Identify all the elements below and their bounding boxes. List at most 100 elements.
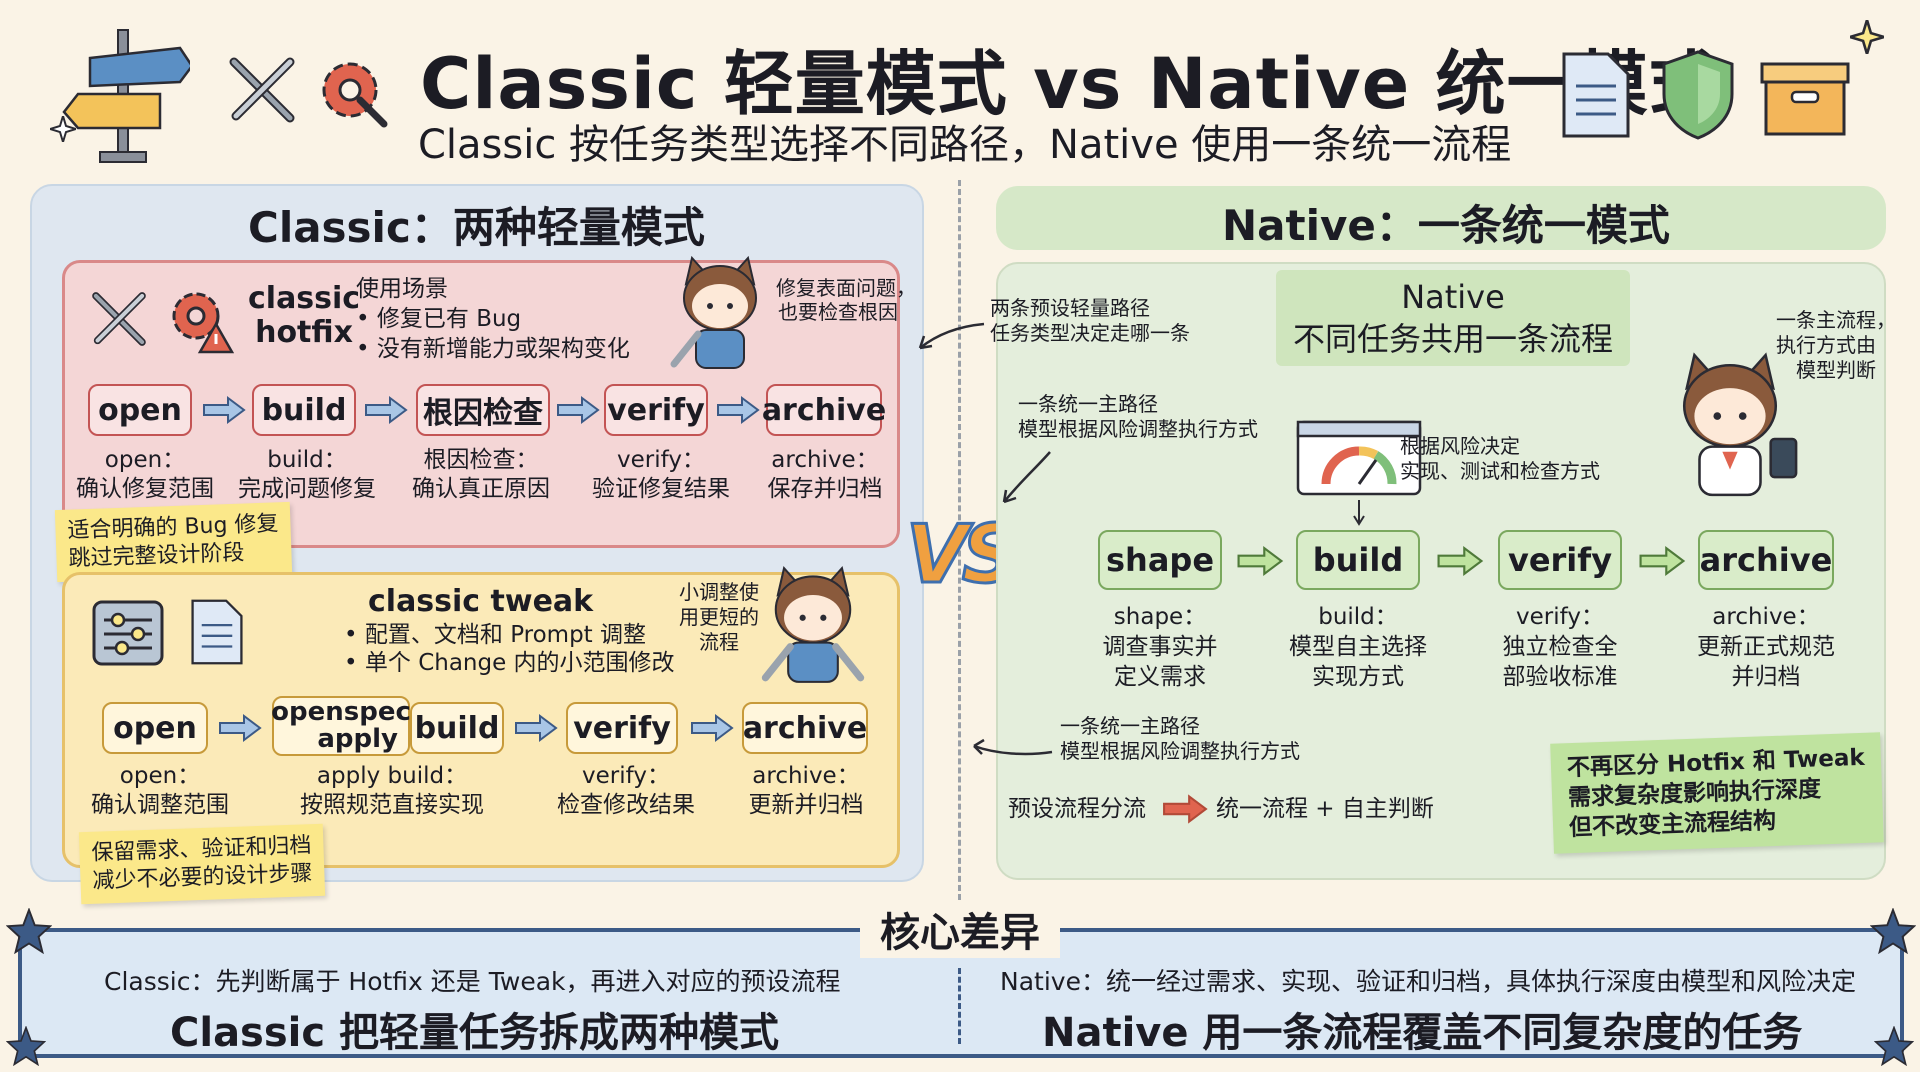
- hotfix-step-build: build: [252, 384, 356, 436]
- hotfix-caption-title: 根因检查：: [423, 447, 539, 473]
- tweak-cat-note-line1: 小调整使: [679, 580, 759, 604]
- native-step-archive: archive: [1698, 530, 1834, 590]
- hotfix-cat-note-line1: 修复表面问题，: [776, 276, 916, 300]
- tweak-name: classic tweak: [368, 584, 594, 619]
- tweak-caption-text: 更新并归档: [748, 792, 864, 818]
- curved-arrow-icon: [973, 738, 1053, 756]
- flow-to-label: 统一流程 + 自主判断: [1216, 796, 1434, 822]
- tweak-item: • 单个 Change 内的小范围修改: [344, 650, 675, 676]
- hotfix-caption-text: 完成问题修复: [238, 476, 376, 502]
- native-panel-title: Native：一条统一模式: [1222, 201, 1670, 250]
- tweak-caption-title: verify：: [582, 763, 670, 789]
- arrow-right-icon: [1163, 794, 1208, 824]
- tweak-caption-title: apply build：: [316, 763, 468, 789]
- page-title: Classic 轻量模式 vs Native 统一模式: [420, 43, 1720, 125]
- document-icon: [191, 599, 243, 665]
- gauge-note-line2: 实现、测试和检查方式: [1400, 459, 1600, 483]
- classic-difference-summary: Classic 把轻量任务拆成两种模式: [170, 1010, 780, 1056]
- hotfix-name-line2: hotfix: [255, 315, 353, 350]
- hotfix-caption-title: open：: [104, 447, 186, 473]
- native-caption-title: build：: [1318, 604, 1398, 630]
- native-step-verify: verify: [1498, 530, 1622, 590]
- cat-mascot-icon: [670, 255, 757, 369]
- tweak-caption-text: 按照规范直接实现: [300, 792, 484, 818]
- archive-box-icon: [1760, 62, 1850, 136]
- hotfix-scene-item: • 修复已有 Bug: [356, 306, 522, 332]
- sliders-icon: [92, 600, 164, 666]
- native-note-left-line2: 任务类型决定走哪一条: [990, 321, 1190, 345]
- divider: [958, 180, 961, 900]
- tweak-step-apply: openspec apply: [271, 696, 411, 756]
- native-difference-detail: Native：统一经过需求、实现、验证和归档，具体执行深度由模型和风险决定: [1000, 967, 1856, 996]
- hotfix-step-archive: archive: [762, 384, 886, 436]
- native-step-shape: shape: [1098, 530, 1222, 590]
- gear-wrench-icon: [322, 62, 388, 128]
- star-icon: [1874, 1026, 1914, 1066]
- wrench-screwdriver-icon: [92, 292, 146, 346]
- hotfix-caption-text: 确认修复范围: [76, 476, 214, 502]
- wrench-screwdriver-icon: [229, 57, 295, 123]
- cat-mascot-icon: [1682, 352, 1798, 497]
- native-panel-header: [996, 186, 1886, 250]
- hotfix-step-root-cause: 根因检查: [416, 384, 550, 436]
- native-summary-box: Native 不同任务共用一条流程: [1276, 270, 1630, 366]
- arrow-right-icon: [1237, 546, 1284, 576]
- signpost-icon: [62, 29, 190, 163]
- core-difference-title: 核心差异: [860, 900, 1060, 958]
- tweak-caption-title: archive：: [752, 763, 860, 789]
- gear-warning-icon: [172, 292, 234, 354]
- hotfix-caption-title: build：: [267, 447, 347, 473]
- cat-mascot-icon: [761, 565, 865, 683]
- sparkle-icon: [50, 116, 76, 142]
- arrow-down-icon: [1353, 500, 1365, 526]
- native-note-left-line1: 两条预设轻量路径: [990, 296, 1150, 320]
- tweak-caption-text: 检查修改结果: [557, 792, 695, 818]
- tweak-cat-note-line2: 用更短的: [679, 605, 759, 629]
- flow-from-label: 预设流程分流: [1008, 796, 1146, 822]
- shield-icon: [1662, 50, 1734, 140]
- tweak-step-open: open: [102, 702, 208, 754]
- native-note-bottom-line1: 一条统一主路径: [1060, 714, 1200, 738]
- document-icon: [1562, 52, 1630, 138]
- native-caption-text: 模型自主选择: [1289, 634, 1427, 660]
- tweak-step-archive: archive: [742, 702, 868, 754]
- native-caption-text: 实现方式: [1312, 664, 1404, 690]
- tweak-caption-text: 确认调整范围: [91, 792, 229, 818]
- star-icon: [6, 908, 52, 954]
- tweak-item: • 配置、文档和 Prompt 调整: [344, 622, 647, 648]
- native-note-bottom-line2: 模型根据风险调整执行方式: [1060, 739, 1300, 763]
- hotfix-caption-title: verify：: [617, 447, 705, 473]
- native-note-path-line1: 一条统一主路径: [1018, 392, 1158, 416]
- classic-difference-detail: Classic：先判断属于 Hotfix 还是 Tweak，再进入对应的预设流程: [104, 967, 841, 996]
- bottom-divider: [958, 968, 961, 1044]
- native-caption-text: 调查事实并: [1102, 634, 1218, 660]
- native-caption-title: verify：: [1516, 604, 1604, 630]
- hotfix-caption-text: 保存并归档: [767, 476, 883, 502]
- native-caption-text: 独立检查全: [1502, 634, 1618, 660]
- arrow-right-icon: [1437, 546, 1484, 576]
- native-cat-note-line1: 一条主流程，: [1776, 308, 1896, 332]
- page-subtitle: Classic 按任务类型选择不同路径，Native 使用一条统一流程: [418, 122, 1512, 168]
- hotfix-name-line1: classic: [248, 281, 361, 316]
- native-caption-text: 部验收标准: [1502, 664, 1618, 690]
- arrow-right-icon: [365, 396, 408, 424]
- hotfix-caption-title: archive：: [771, 447, 879, 473]
- curved-arrow-icon: [918, 322, 985, 350]
- arrow-right-icon: [1639, 546, 1686, 576]
- risk-gauge-icon: [1296, 420, 1422, 496]
- hotfix-scene-item: • 没有新增能力或架构变化: [356, 336, 630, 362]
- tweak-step-build: build: [410, 702, 504, 754]
- arrow-right-icon: [691, 714, 734, 742]
- hotfix-sticky-note: 适合明确的 Bug 修复 跳过完整设计阶段: [54, 501, 293, 583]
- hotfix-cat-note-line2: 也要检查根因: [778, 300, 898, 324]
- star-icon: [1870, 908, 1916, 954]
- native-cat-note-line3: 模型判断: [1796, 358, 1876, 382]
- native-sticky-note: 不再区分 Hotfix 和 Tweak 需求复杂度影响执行深度 但不改变主流程结…: [1550, 732, 1884, 854]
- arrow-right-icon: [717, 396, 760, 424]
- native-cat-note-line2: 执行方式由: [1776, 333, 1876, 357]
- arrow-right-icon: [203, 396, 246, 424]
- hotfix-caption-text: 确认真正原因: [412, 476, 550, 502]
- native-difference-summary: Native 用一条流程覆盖不同复杂度的任务: [1042, 1010, 1803, 1056]
- native-caption-text: 并归档: [1731, 664, 1801, 690]
- hotfix-step-open: open: [88, 384, 192, 436]
